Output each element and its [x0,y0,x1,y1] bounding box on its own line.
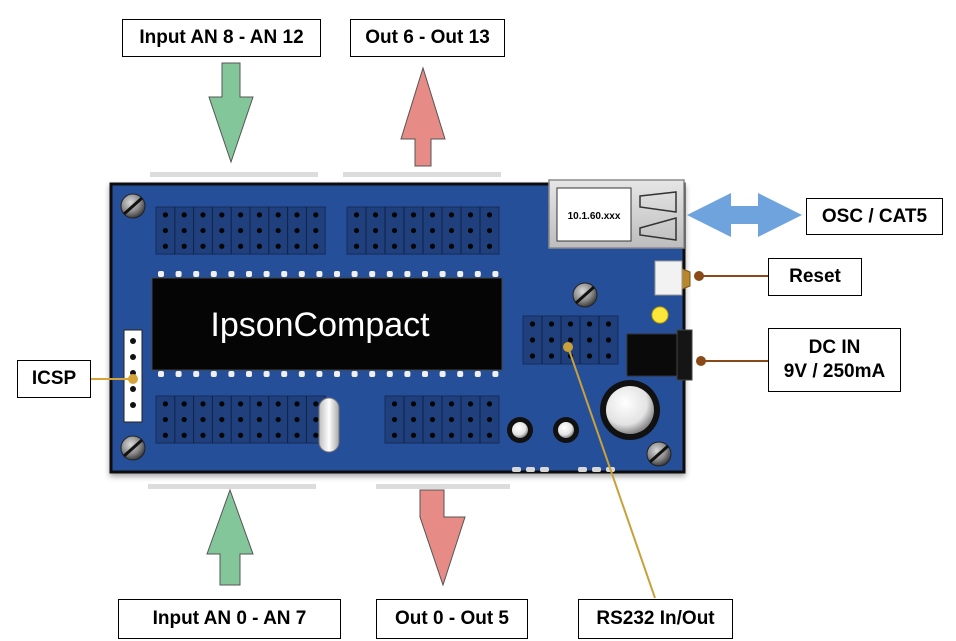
label-text: Input AN 8 - AN 12 [139,27,304,49]
status-led [651,306,669,324]
dc-in-leader-line [696,356,768,366]
network-bidirectional-arrow-icon [687,193,802,237]
label-reset: Reset [768,258,862,296]
header-out0-out5 [384,395,500,444]
icsp-leader-line [90,374,138,384]
label-rs232: RS232 In/Out [578,599,733,639]
ethernet-jack: 10.1.60.xxx [548,179,685,249]
label-text: ICSP [31,368,77,390]
output-arrow-up-icon [400,66,446,167]
top-right-header-strip [343,172,501,177]
dc-power-jack [626,329,693,381]
label-out0-out5: Out 0 - Out 5 [376,599,528,639]
capacitor [553,417,579,443]
reset-button-component [654,260,691,296]
label-text: OSC / CAT5 [821,205,928,227]
bottom-right-header-strip [376,484,510,489]
label-text: Out 0 - Out 5 [395,608,509,630]
label-input-an8-an12: Input AN 8 - AN 12 [122,19,321,57]
board-name: IpsonCompact [210,306,430,344]
label-icsp: ICSP [17,360,91,398]
capacitor [507,417,533,443]
screw-icon [646,441,672,467]
header-input-an0-an7 [155,395,326,444]
header-out6-out13 [346,206,500,255]
bottom-left-header-strip [148,484,316,489]
label-out6-out13: Out 6 - Out 13 [350,19,505,57]
led-indicator-shape [639,191,677,213]
label-input-an0-an7: Input AN 0 - AN 7 [118,599,341,639]
label-text: Input AN 0 - AN 7 [152,608,307,630]
led-indicator-shape [639,217,677,241]
header-input-an8-an12 [155,206,326,255]
top-left-header-strip [150,172,318,177]
label-text: Reset [789,266,841,288]
input-arrow-down-icon [208,62,254,164]
label-osc-cat5: OSC / CAT5 [806,198,943,235]
screw-icon [120,435,146,461]
large-capacitor [600,380,660,440]
label-text: DC IN [808,337,861,359]
label-text: Out 6 - Out 13 [365,27,490,49]
input-arrow-up-icon [206,488,254,586]
output-arrow-down-icon [419,489,466,587]
reset-leader-line [694,271,768,281]
screw-icon [572,282,598,308]
label-dc-in: DC IN 9V / 250mA [768,328,901,392]
crystal-oscillator [318,397,340,453]
label-text: RS232 In/Out [596,608,715,630]
rs232-leader-line [563,342,656,599]
ip-address-display: 10.1.60.xxx [568,211,621,222]
edge-pads [512,467,615,472]
microcontroller-chip: IpsonCompact [151,271,503,377]
screw-icon [120,193,146,219]
label-text: 9V / 250mA [783,361,886,382]
